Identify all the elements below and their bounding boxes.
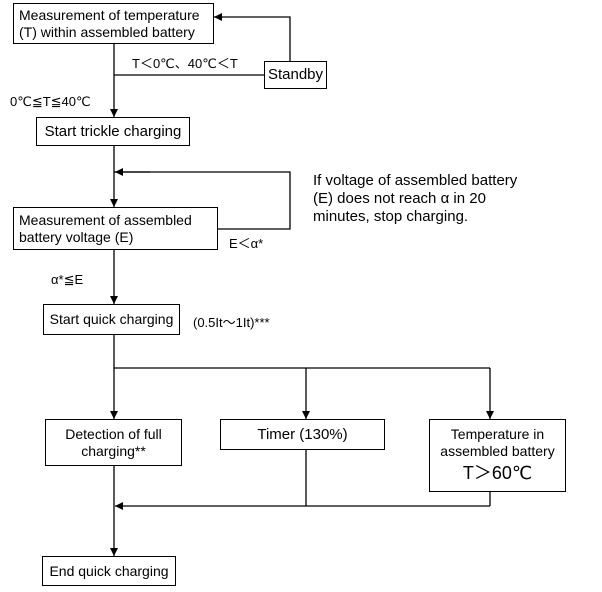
standby-box: Standby xyxy=(264,61,327,89)
timeout-note: If voltage of assembled battery (E) does… xyxy=(313,172,518,225)
temperature-limit-value: T＞60℃ xyxy=(462,463,533,484)
measure-voltage-box: Measurement of assembled battery voltage… xyxy=(13,207,218,250)
voltage-ok-label: α*≦E xyxy=(51,272,84,287)
detect-full-text: Detection of full charging** xyxy=(65,425,162,459)
quick-charging-text: Start quick charging xyxy=(49,311,174,328)
measure-temperature-box: Measurement of temperature (T) within as… xyxy=(13,3,214,44)
end-quick-charging-box: End quick charging xyxy=(42,556,176,586)
arrow-voltage-loop xyxy=(114,171,291,230)
quick-charging-box: Start quick charging xyxy=(43,304,180,335)
end-quick-charging-text: End quick charging xyxy=(49,562,169,579)
temperature-limit-box: Temperature in assembled battery T＞60℃ xyxy=(429,419,566,492)
temperature-limit-text: Temperature in assembled battery T＞60℃ xyxy=(440,410,554,501)
quick-rate-label: (0.5It～1It)*** xyxy=(193,315,270,330)
trickle-charging-text: Start trickle charging xyxy=(44,122,182,140)
trickle-charging-box: Start trickle charging xyxy=(36,117,190,146)
detect-full-box: Detection of full charging** xyxy=(45,419,182,466)
measure-voltage-text: Measurement of assembled battery voltage… xyxy=(19,211,192,245)
arrow-standby-to-temp xyxy=(214,13,291,61)
timer-text: Timer (130%) xyxy=(257,425,348,443)
voltage-low-label: E＜α* xyxy=(229,236,264,251)
temperature-limit-label: Temperature in assembled battery xyxy=(440,426,555,459)
measure-temperature-text: Measurement of temperature (T) within as… xyxy=(19,6,200,40)
temp-in-range-label: 0℃≦T≦40℃ xyxy=(10,94,91,109)
standby-text: Standby xyxy=(267,66,324,84)
temp-out-of-range-label: T＜0℃、40℃＜T xyxy=(132,56,238,71)
timer-box: Timer (130%) xyxy=(220,419,385,450)
